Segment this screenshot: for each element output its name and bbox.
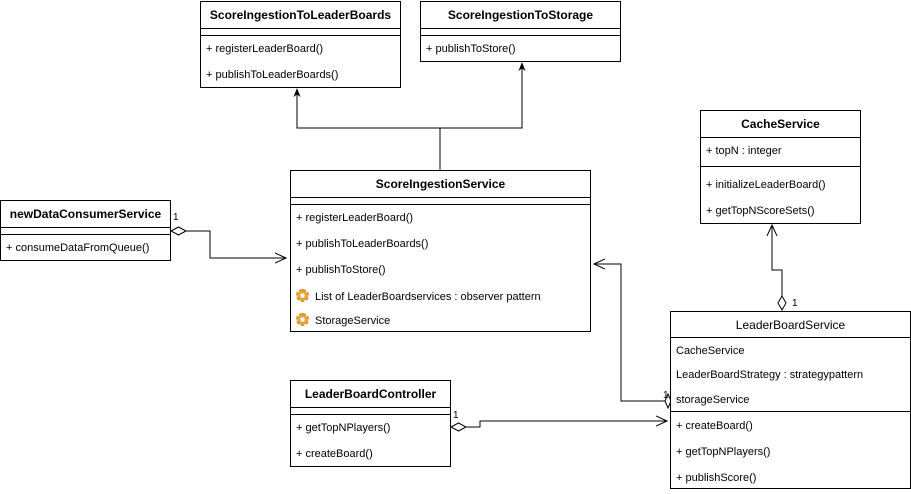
attr-cache-service: CacheService: [676, 345, 745, 357]
class-score-ingestion-to-storage[interactable]: ScoreIngestionToStorage + publishToStore…: [420, 1, 621, 62]
edge-service-to-cache: [772, 225, 783, 303]
method-register-leaderboard: + registerLeaderBoard(): [206, 43, 324, 55]
diamond-service-cache: [777, 294, 787, 312]
attr-label: List of LeaderBoardservices : observer p…: [315, 291, 541, 303]
edge-ingestion-to-leaderboards: [293, 88, 441, 170]
attr-label: StorageService: [315, 315, 391, 327]
attr-storage-service: storageService: [676, 394, 750, 406]
method-create-board: + createBoard(): [296, 448, 373, 460]
method-publish-to-leaderboards: + publishToLeaderBoards(): [206, 69, 339, 81]
gear-icon: [296, 313, 309, 326]
method-publish-to-store: + publishToStore(): [426, 43, 516, 55]
diamond-consumer: [169, 226, 188, 236]
class-leaderboard-controller[interactable]: LeaderBoardController + getTopNPlayers()…: [290, 380, 451, 467]
class-title: ScoreIngestionToStorage: [421, 2, 620, 29]
class-title: newDataConsumerService: [1, 201, 170, 228]
method-publish-to-leaderboards: + publishToLeaderBoards(): [296, 238, 429, 250]
method-publish-to-store: + publishToStore(): [296, 264, 386, 276]
multiplicity-service-cache: 1: [792, 298, 798, 309]
class-title: LeaderBoardController: [291, 381, 450, 408]
diamond-controller: [449, 422, 468, 432]
class-new-data-consumer-service[interactable]: newDataConsumerService + consumeDataFrom…: [0, 200, 171, 261]
gear-icon: [296, 289, 309, 302]
edge-ingestion-to-storage: [440, 62, 526, 129]
multiplicity-service-ingestion: 1: [663, 390, 669, 401]
attr-storage-service: StorageService: [296, 313, 390, 328]
method-initialize-leaderboard: + initializeLeaderBoard(): [706, 179, 826, 191]
edge-consumer-to-ingestion: [186, 230, 286, 258]
method-get-topn-players: + getTopNPlayers(): [676, 446, 771, 458]
class-title: LeaderBoardService: [671, 312, 910, 338]
attr-leaderboard-services-list: List of LeaderBoardservices : observer p…: [296, 289, 541, 304]
class-leaderboard-service[interactable]: LeaderBoardService CacheService LeaderBo…: [670, 311, 911, 489]
method-get-topn-scoresets: + getTopNScoreSets(): [706, 205, 815, 217]
attr-topn: + topN : integer: [706, 145, 782, 157]
method-create-board: + createBoard(): [676, 420, 753, 432]
method-get-topn-players: + getTopNPlayers(): [296, 422, 391, 434]
class-score-ingestion-service[interactable]: ScoreIngestionService + registerLeaderBo…: [290, 170, 591, 332]
class-title: ScoreIngestionToLeaderBoards: [201, 2, 400, 29]
multiplicity-controller: 1: [453, 410, 459, 421]
edge-controller-to-service: [466, 421, 667, 428]
method-consume-data-from-queue: + consumeDataFromQueue(): [6, 242, 150, 254]
class-title: CacheService: [701, 111, 860, 138]
class-title: ScoreIngestionService: [291, 171, 590, 198]
attr-leaderboard-strategy: LeaderBoardStrategy : strategypattern: [676, 369, 864, 381]
method-register-leaderboard: + registerLeaderBoard(): [296, 212, 414, 224]
edge-service-to-ingestion: [594, 264, 668, 402]
class-score-ingestion-to-leaderboards[interactable]: ScoreIngestionToLeaderBoards + registerL…: [200, 1, 401, 88]
class-cache-service[interactable]: CacheService + topN : integer + initiali…: [700, 110, 861, 224]
multiplicity-consumer: 1: [173, 212, 179, 223]
method-publish-score: + publishScore(): [676, 472, 757, 484]
